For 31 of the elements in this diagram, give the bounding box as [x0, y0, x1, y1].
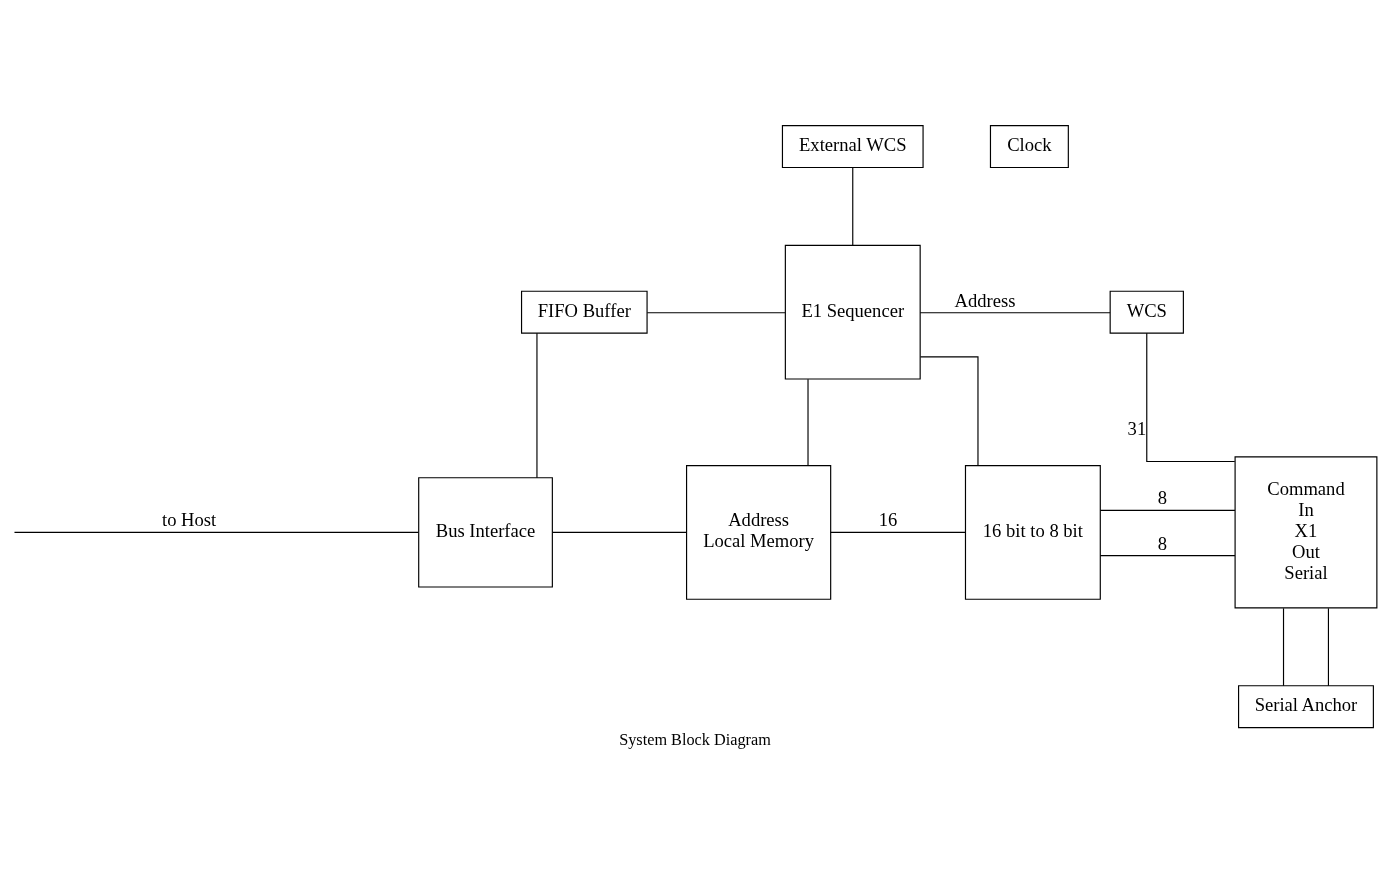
node-box: WCS	[1109, 290, 1184, 334]
node-box: Clock	[989, 125, 1069, 169]
edge-label: Address	[954, 289, 1016, 311]
connector	[1099, 509, 1236, 511]
connector	[919, 356, 979, 467]
connector	[536, 332, 538, 479]
edge-label: 31	[1127, 418, 1147, 440]
node-box: 16 bit to 8 bit	[964, 465, 1101, 600]
connector	[1146, 332, 1236, 463]
connector	[1282, 607, 1285, 687]
node-box: External WCS	[781, 125, 924, 169]
node-box: Command In X1 Out Serial	[1234, 456, 1378, 609]
edge-label: 8	[1157, 532, 1168, 554]
edge-label: 16	[878, 509, 898, 531]
caption: System Block Diagram	[619, 731, 771, 750]
connector	[919, 312, 1111, 314]
connector	[13, 531, 419, 533]
edge-label: to Host	[162, 509, 217, 531]
connector	[646, 312, 786, 314]
node-box: FIFO Buffer	[520, 290, 648, 334]
connector	[852, 166, 854, 246]
node-box: E1 Sequencer	[784, 244, 921, 380]
node-box: Bus Interface	[418, 477, 553, 588]
node-box: Address Local Memory	[686, 465, 832, 600]
edge-label: 8	[1157, 487, 1168, 509]
connector	[1327, 607, 1329, 687]
connector	[830, 531, 966, 533]
connector	[552, 531, 688, 533]
node-box: Serial Anchor	[1238, 685, 1374, 729]
connector	[807, 378, 809, 466]
connector	[1099, 555, 1236, 557]
